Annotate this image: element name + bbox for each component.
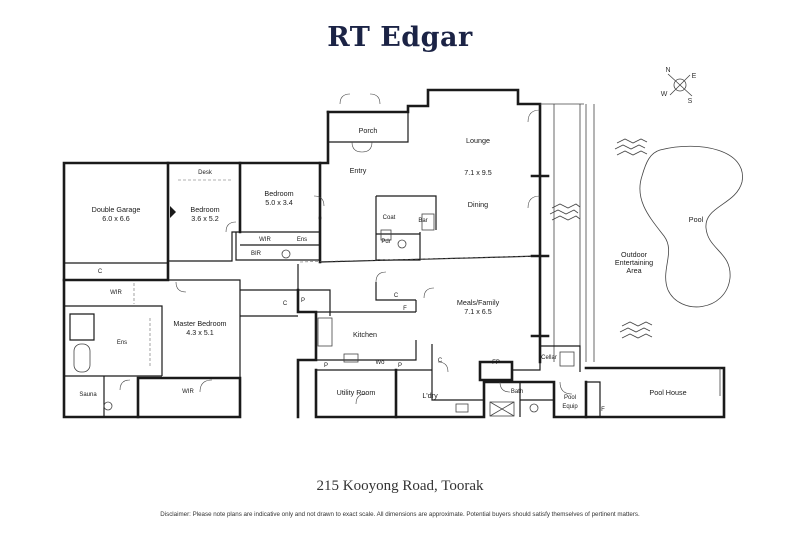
- west-wing-walls: [62, 161, 322, 419]
- label-bir: BIR: [251, 251, 262, 257]
- label-wir-c: WIR: [182, 389, 194, 395]
- label-utility: Utility Room: [337, 388, 376, 397]
- label-wo: Wo: [376, 360, 386, 366]
- label-p-k1: P: [324, 363, 328, 369]
- label-outdoor-1: Outdoor: [621, 250, 648, 259]
- property-address: 215 Kooyong Road, Toorak: [316, 478, 484, 494]
- compass-s: S: [688, 98, 693, 105]
- label-bar: Bar: [418, 218, 427, 224]
- label-entry: Entry: [350, 166, 367, 175]
- label-kitchen: Kitchen: [353, 330, 377, 339]
- label-f-meals: F: [403, 306, 407, 312]
- south-walls: [314, 344, 726, 419]
- label-pool-equip-1: Pool: [564, 395, 576, 401]
- label-master: Master Bedroom: [173, 319, 226, 328]
- label-double-garage-dim: 6.0 x 6.6: [102, 214, 130, 223]
- label-sauna: Sauna: [79, 392, 97, 398]
- label-lounge-dim: 7.1 x 9.5: [464, 168, 492, 177]
- label-master-dim: 4.3 x 5.1: [186, 328, 214, 337]
- label-lounge: Lounge: [466, 136, 490, 145]
- label-dining: Dining: [468, 200, 488, 209]
- label-bedroom-b: Bedroom: [264, 189, 293, 198]
- label-bedroom-a-dim: 3.6 x 5.2: [191, 214, 219, 223]
- terrace-walls: [527, 103, 595, 362]
- compass-n: N: [665, 67, 670, 74]
- label-wir-b: WIR: [110, 290, 122, 296]
- label-double-garage: Double Garage: [92, 205, 141, 214]
- compass-icon: N E S W: [661, 67, 697, 105]
- label-outdoor-3: Area: [626, 266, 641, 275]
- label-fp: FP: [492, 360, 500, 366]
- compass-e: E: [692, 73, 697, 80]
- label-meals-dim: 7.1 x 6.5: [464, 307, 492, 316]
- label-ldry: L'dry: [422, 391, 438, 400]
- pool-outline: [639, 145, 743, 308]
- label-p-hall: P: [301, 298, 305, 304]
- paver-icons: [549, 138, 653, 339]
- core-walls: [296, 88, 542, 419]
- label-ens-b: Ens: [117, 340, 127, 346]
- label-ens-a: Ens: [297, 237, 307, 243]
- label-pdr: Pdr: [381, 239, 390, 245]
- label-desk: Desk: [198, 170, 213, 176]
- label-pool-equip-2: Equip: [562, 404, 578, 410]
- label-f-pool: F: [601, 407, 605, 413]
- label-wir-a: WIR: [259, 237, 271, 243]
- label-outdoor-2: Entertaining: [615, 258, 653, 267]
- label-bedroom-a: Bedroom: [190, 205, 219, 214]
- disclaimer-text: Disclaimer: Please note plans are indica…: [160, 511, 640, 518]
- label-coat: Coat: [383, 215, 396, 221]
- label-p-k2: P: [398, 363, 402, 369]
- label-c-k: C: [438, 358, 443, 364]
- label-meals: Meals/Family: [457, 298, 500, 307]
- label-garage-c: C: [98, 269, 103, 275]
- label-cellar: Cellar: [541, 355, 557, 361]
- label-porch: Porch: [359, 126, 378, 135]
- label-pool: Pool: [689, 215, 704, 224]
- compass-w: W: [661, 91, 668, 98]
- label-bedroom-b-dim: 5.0 x 3.4: [265, 198, 293, 207]
- label-c-meals: C: [394, 293, 399, 299]
- label-bath: Bath: [511, 389, 523, 395]
- label-c-hall: C: [283, 301, 288, 307]
- brand-logo: RT Edgar: [327, 22, 473, 53]
- label-pool-house: Pool House: [649, 388, 686, 397]
